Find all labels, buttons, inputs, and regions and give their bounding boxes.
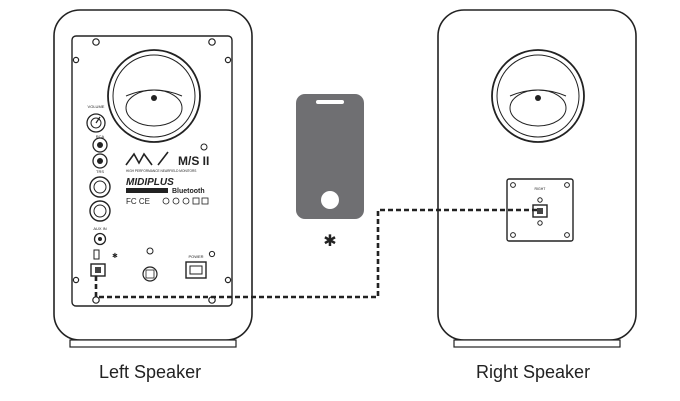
power-dot — [208, 250, 216, 258]
screw-icon — [510, 182, 516, 188]
right-port-label: RIGHT — [535, 187, 547, 191]
cert-marks: FC CE — [126, 197, 150, 206]
screw-icon — [92, 38, 100, 46]
smartphone: ✱ — [296, 94, 364, 250]
aux-label: AUX IN — [93, 226, 106, 231]
screw-icon — [72, 56, 80, 64]
trs-label: TRS — [96, 169, 104, 174]
tagline: HIGH PERFORMANCE NEARFIELD MONITORS — [126, 169, 196, 173]
bluetooth-label: Bluetooth — [172, 188, 205, 195]
rca-label: RCA — [96, 134, 105, 139]
left-speaker-base — [69, 339, 237, 348]
bluetooth-small-icon: ✱ — [112, 252, 118, 260]
screw-icon — [224, 276, 232, 284]
screw-icon — [224, 56, 232, 64]
right-plate-screws — [510, 182, 570, 238]
fuse-holder — [142, 247, 158, 282]
phone-home-button — [321, 191, 339, 209]
right-bass-port — [491, 49, 585, 143]
rca-jacks — [92, 137, 108, 169]
phone-speaker-slot — [316, 100, 344, 104]
bass-port — [107, 49, 201, 143]
panel-screws — [72, 38, 232, 304]
trs-jacks — [89, 176, 111, 222]
right-speaker: RIGHT — [437, 9, 637, 348]
brand-logo-area: M/S II HIGH PERFORMANCE NEARFIELD MONITO… — [125, 143, 209, 206]
phone-body — [296, 94, 364, 219]
power-label: POWER — [188, 254, 203, 259]
screw-icon — [208, 38, 216, 46]
left-speaker: VOLUME RCA TRS AUX IN ✱ — [53, 9, 253, 348]
right-speaker-caption: Right Speaker — [476, 362, 591, 382]
screw-icon — [92, 296, 100, 304]
screw-icon — [564, 232, 570, 238]
brand-name: MIDIPLUS — [126, 177, 174, 188]
phone-bluetooth-icon: ✱ — [323, 233, 336, 250]
left-speaker-caption: Left Speaker — [99, 362, 202, 382]
volume-label: VOLUME — [88, 104, 105, 109]
right-speaker-base — [453, 339, 621, 348]
pair-switch[interactable] — [93, 249, 100, 260]
series-label: M/S II — [178, 154, 209, 168]
screw-icon — [510, 232, 516, 238]
screw-icon — [72, 276, 80, 284]
screw-icon — [564, 182, 570, 188]
speaker-link-cable — [94, 208, 540, 299]
volume-knob[interactable] — [86, 113, 106, 133]
aux-jack[interactable] — [93, 232, 107, 246]
